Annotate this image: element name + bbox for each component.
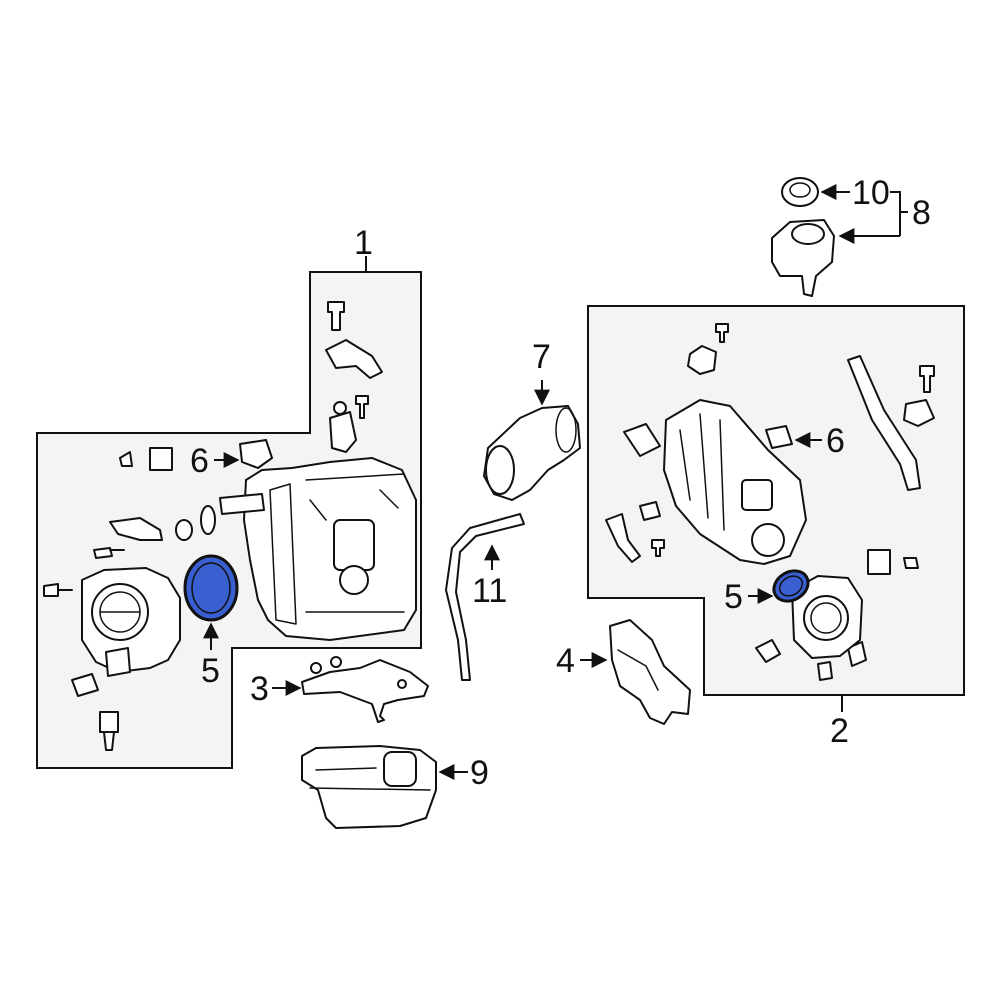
bracket-4 bbox=[609, 619, 691, 725]
callout-4[interactable]: 4 bbox=[556, 642, 575, 680]
hose-11 bbox=[445, 513, 525, 681]
intake-manifold-left bbox=[219, 457, 417, 641]
bracket-3 bbox=[301, 656, 429, 723]
gasket-5-left-inner bbox=[191, 562, 231, 614]
gasket-5-right-inner bbox=[778, 575, 804, 597]
callout-5-right[interactable]: 5 bbox=[724, 578, 743, 616]
callout-7[interactable]: 7 bbox=[532, 338, 551, 376]
callout-1[interactable]: 1 bbox=[354, 224, 373, 262]
small-hardware-left bbox=[43, 301, 383, 751]
callout-11[interactable]: 11 bbox=[472, 572, 507, 610]
callout-6-right[interactable]: 6 bbox=[826, 422, 845, 460]
cap-10 bbox=[781, 177, 819, 207]
callout-8[interactable]: 8 bbox=[912, 194, 931, 232]
gasket-5-left[interactable] bbox=[183, 554, 239, 622]
callout-2[interactable]: 2 bbox=[830, 712, 849, 750]
small-hardware-right bbox=[605, 323, 935, 681]
throttle-body-right bbox=[791, 575, 863, 659]
throttle-body-left bbox=[81, 567, 181, 677]
callout-6-left[interactable]: 6 bbox=[190, 442, 209, 480]
callout-5-left[interactable]: 5 bbox=[201, 652, 220, 690]
callout-10[interactable]: 10 bbox=[852, 174, 890, 212]
reservoir-9 bbox=[301, 745, 437, 829]
callout-3[interactable]: 3 bbox=[250, 670, 269, 708]
intake-elbow-7 bbox=[483, 405, 581, 501]
callout-9[interactable]: 9 bbox=[470, 754, 489, 792]
intake-manifold-right bbox=[663, 399, 807, 565]
reservoir-8 bbox=[771, 219, 835, 297]
